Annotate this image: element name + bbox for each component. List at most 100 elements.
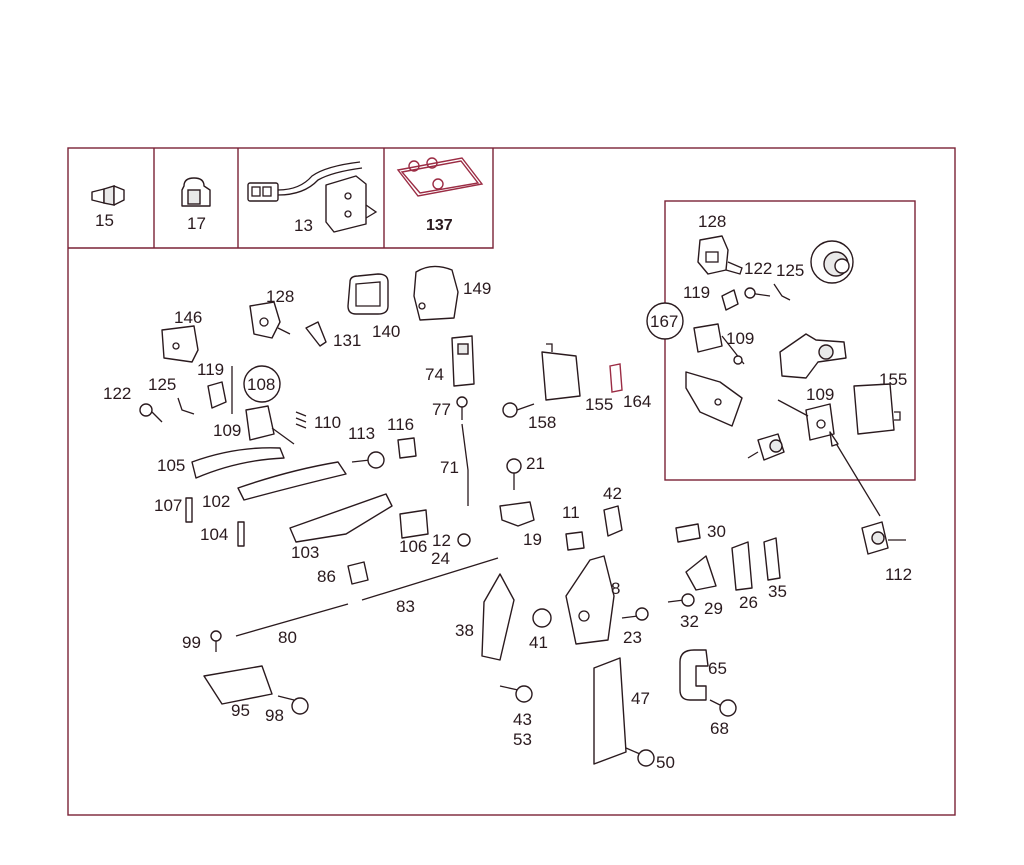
part-label-122: 122 [103,384,131,403]
part-label-43: 43 [513,710,532,729]
part-label-15: 15 [95,211,114,230]
part-68-screw [709,699,737,717]
part-110-spring [295,411,307,429]
part-label-23: 23 [623,628,642,647]
part-122-key [139,403,163,423]
inset-label-125: 125 [776,261,804,280]
part-label-13: 13 [294,216,313,235]
inset-label-109a: 109 [726,329,754,348]
part-38-bracket [481,573,515,661]
part-label-98: 98 [265,706,284,725]
part-43-screw [499,685,533,703]
part-107-pin [185,497,193,523]
part-164-bracket [609,363,623,393]
part-83-rod [361,557,499,601]
part-65-striker [679,649,709,701]
part-74-guide [451,335,475,387]
part-label-164: 164 [623,392,651,411]
part-8-lock [565,555,615,645]
inset-label-109b: 109 [806,385,834,404]
part-17-clip [181,177,211,207]
part-103-gasket [289,493,393,543]
inset-housing-109a [693,323,745,365]
part-102-handle [237,461,347,501]
part-label-68: 68 [710,719,729,738]
part-label-119: 119 [197,360,224,379]
part-113-screw [351,451,385,469]
part-label-107: 107 [154,496,182,515]
inset-housing-109b [777,399,835,441]
part-104-pin [237,521,245,547]
part-label-50: 50 [656,753,675,772]
part-label-106: 106 [399,537,427,556]
part-15-clip [91,185,125,206]
part-23-screw [621,607,649,621]
part-13-harness [247,161,378,233]
arrow-to-112 [833,439,881,517]
callout-108 [243,365,281,403]
part-label-131: 131 [333,331,361,350]
part-label-35: 35 [768,582,787,601]
inset-label-119: 119 [683,283,710,302]
inset-lock-body [779,333,847,379]
callout-label-167: 167 [650,312,678,331]
part-label-21: 21 [526,454,545,473]
part-label-80: 80 [278,628,297,647]
part-146-bracket [161,325,199,363]
part-95-handle [203,665,273,705]
inset-module-155 [853,383,901,435]
part-label-41: 41 [529,633,548,652]
part-155-module [541,343,581,401]
part-71-rod [461,423,469,506]
part-label-109: 109 [213,421,241,440]
part-26-plate [731,541,753,591]
part-label-77: 77 [432,400,451,419]
part-98-screw [277,695,309,715]
part-119-lever [207,381,227,409]
part-label-71: 71 [440,458,459,477]
part-label-30: 30 [707,522,726,541]
part-42-bracket [603,505,623,537]
part-149-pad [413,265,459,321]
part-label-116: 116 [387,415,414,434]
part-label-29: 29 [704,599,723,618]
part-label-95: 95 [231,701,250,720]
part-80-rod [235,603,349,637]
part-label-146: 146 [174,308,202,327]
part-label-149: 149 [463,279,491,298]
callout-167 [646,302,684,340]
part-19-clip [499,501,535,527]
part-29-plate [685,555,717,591]
part-label-8: 8 [611,579,620,598]
part-label-24: 24 [431,549,450,568]
part-label-17: 17 [187,214,206,233]
part-11-clip [565,531,585,551]
inset-box [664,200,916,481]
diagram-frame [67,147,956,816]
part-label-104: 104 [200,525,228,544]
part-116-clip [397,437,417,459]
part-label-137: 137 [426,217,453,234]
part-109-housing [245,405,295,445]
part-label-105: 105 [157,456,185,475]
part-label-155: 155 [585,395,613,414]
part-label-42: 42 [603,484,622,503]
part-21-screw [506,458,522,490]
part-41-screw [532,608,552,628]
part-47-cover [593,657,627,765]
part-label-110: 110 [314,413,341,432]
part-35-shim [763,537,781,581]
part-137-plate [396,157,484,197]
callout-label-108: 108 [247,375,275,394]
part-12-clip [457,533,471,547]
part-label-158: 158 [528,413,556,432]
part-106-bumper [399,509,429,539]
header-strip-border [68,148,494,249]
part-86-clip [347,561,369,585]
part-112-lock [861,521,906,555]
part-125-spring [177,397,195,415]
part-30-spacer [675,523,701,543]
part-label-83: 83 [396,597,415,616]
inset-small-keys [721,283,791,311]
part-label-32: 32 [680,612,699,631]
